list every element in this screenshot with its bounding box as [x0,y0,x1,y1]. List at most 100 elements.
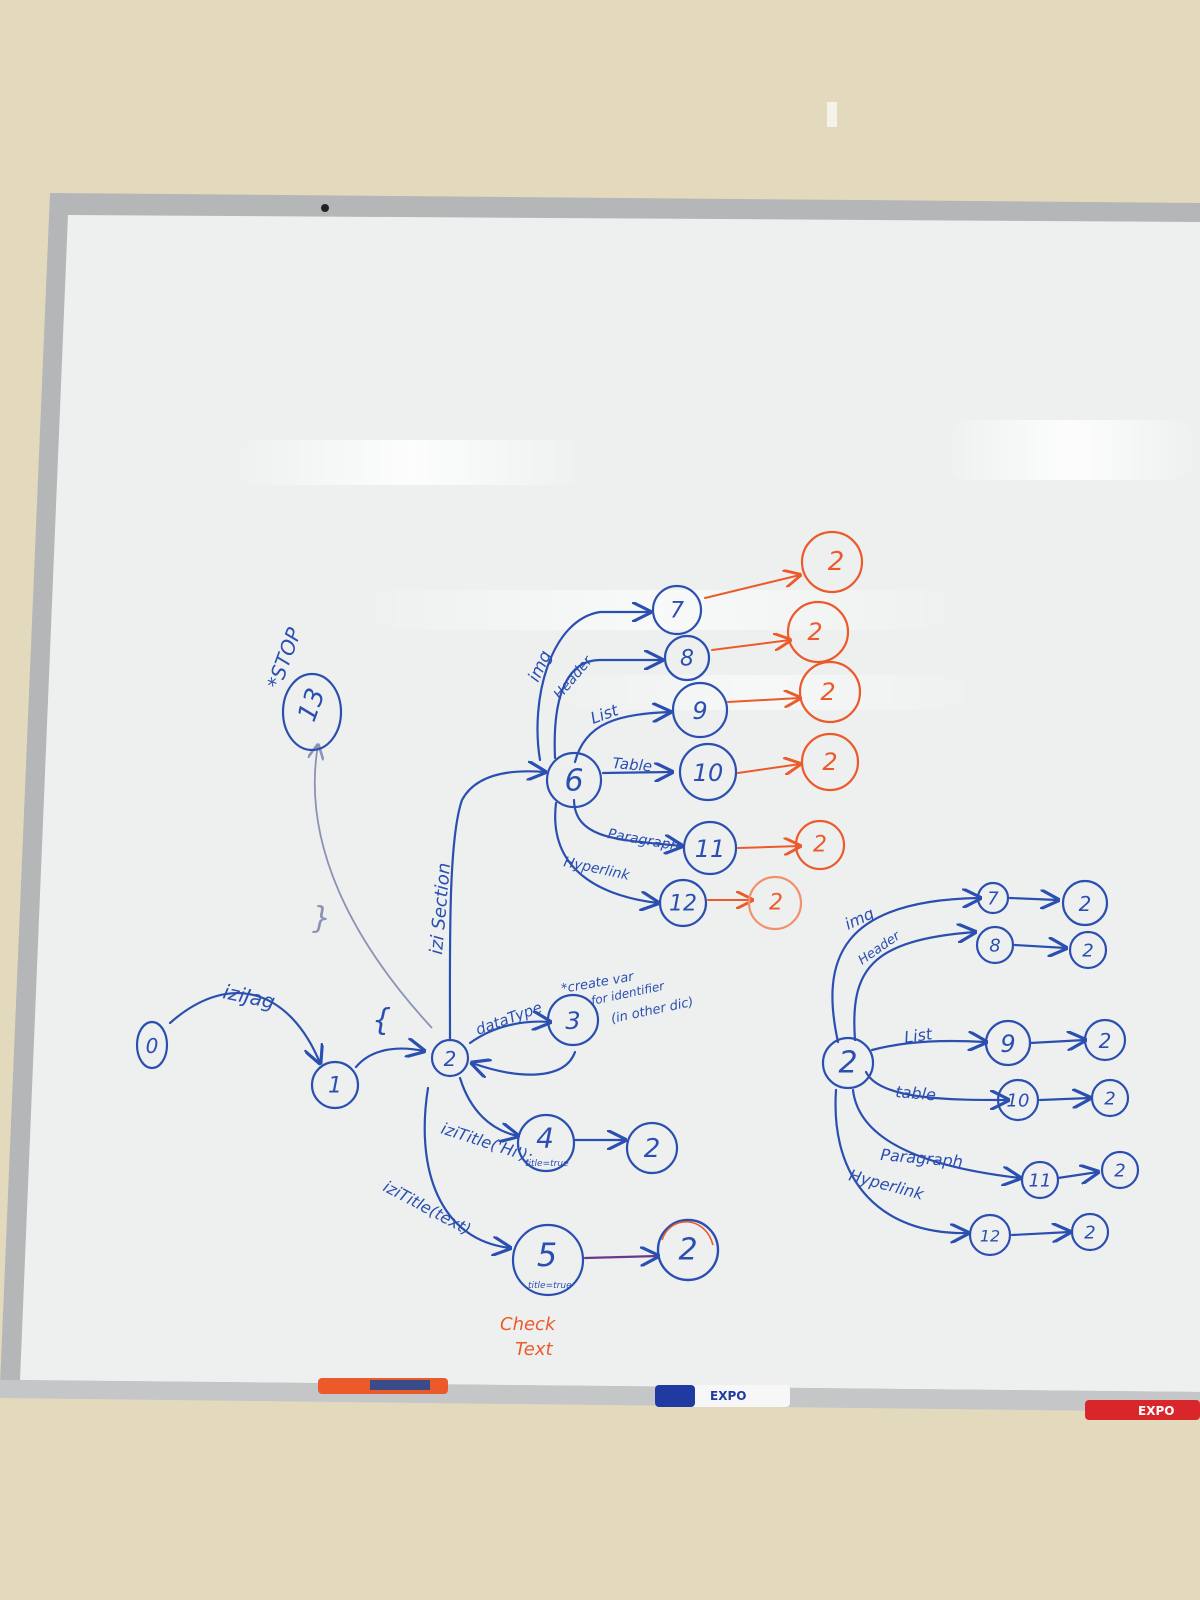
edge-0-1 [168,992,320,1063]
node-r10-circle [996,1078,1040,1122]
label-r-table: table [895,1082,937,1104]
label-open-brace: { [372,1003,391,1038]
node-4b-label: 2 [644,1134,661,1164]
glare-1 [230,440,590,485]
node-10-label: 10 [693,759,724,787]
edge-6-9 [573,712,670,764]
node-r12b-circle [1070,1212,1110,1252]
node-7-label: 7 [670,599,684,624]
node-r11b-circle [1100,1150,1140,1190]
edge-r8-r8b [1013,945,1066,948]
node-o11-circle [794,819,846,871]
edge-11-o [737,846,800,848]
label-close-brace: } [312,901,331,936]
node-5b-circle [656,1218,720,1282]
edge-r2-r7 [831,898,980,1044]
node-r10b-circle [1090,1078,1130,1118]
node-r10b-label: 2 [1104,1089,1115,1110]
node-r7b-circle [1061,879,1109,927]
edge-r9-r9b [1028,1040,1085,1043]
node-8-circle [663,634,711,682]
blue-expo-marker: EXPO [655,1385,790,1407]
node-r9b-label: 2 [1099,1029,1112,1053]
edge-2-3 [468,1022,550,1045]
node-o9-label: 2 [820,678,835,706]
node-r11-label: 11 [1029,1171,1052,1192]
blue-marker-label: EXPO [710,1389,746,1403]
orange-marker [318,1378,448,1394]
node-5b-label: 2 [678,1233,697,1268]
node-12-circle [658,878,708,928]
node-3-label: 3 [565,1007,580,1035]
node-o7-circle [800,530,864,594]
note-check-1: Check [500,1314,557,1335]
node-o10-circle [800,732,860,792]
edge-6-10 [601,772,672,773]
node-3-circle [546,993,600,1047]
edge-8-o [711,640,790,651]
node-2-label: 2 [444,1047,457,1071]
node-o8-circle [786,600,850,664]
wall-hook [827,102,837,127]
note-check-2: Text [515,1339,553,1360]
edge-6-11 [572,798,682,846]
node-r9b-circle [1083,1018,1127,1062]
node-r8-circle [975,925,1015,965]
edge-5-2b [583,1256,658,1258]
node-5-circle [511,1223,585,1297]
node-r8b-label: 2 [1082,941,1093,962]
edge-2-6 [448,771,545,1042]
note-title-true-5: title=true [528,1281,572,1291]
glare-4 [540,675,980,710]
node-o9-circle [798,660,862,724]
node-r9-circle [984,1019,1032,1067]
edge-6-12 [554,801,658,903]
edge-2-4 [458,1076,518,1136]
node-7-circle [651,584,703,636]
node-6-label: 6 [564,764,583,799]
node-r7-circle [976,881,1010,915]
label-table: Table [612,754,653,775]
node-r2-label: 2 [838,1046,857,1081]
node-r8b-circle [1068,930,1108,970]
edge-r11-r11b [1056,1172,1098,1178]
edge-2-5 [423,1086,510,1248]
edge-10-o [737,764,800,773]
node-2-circle [430,1038,470,1078]
node-1-label: 1 [328,1074,342,1099]
node-0-circle [135,1020,169,1070]
node-5-label: 5 [537,1236,557,1274]
node-12-label: 12 [669,892,697,917]
node-o10-label: 2 [822,748,837,776]
edge-r2-r11 [851,1088,1020,1178]
board-pin [321,204,329,212]
node-r10-label: 10 [1007,1091,1030,1112]
red-marker-label: EXPO [1138,1404,1174,1418]
node-o7-label: 2 [828,547,845,577]
node-r9-label: 9 [1000,1030,1015,1058]
node-8-label: 8 [680,647,694,672]
red-expo-marker: EXPO [1085,1400,1200,1420]
note-title-true-4: title=true [525,1159,569,1169]
edge-r2-r9 [870,1041,986,1050]
node-r7b-label: 2 [1079,892,1092,916]
node-0-label: 0 [146,1034,159,1058]
edge-6-8 [553,660,662,760]
board-surface [20,215,1200,1392]
node-o8-label: 2 [807,618,822,646]
node-4-circle [516,1113,576,1173]
node-r12-circle [968,1213,1012,1257]
edge-r2-r12 [834,1088,968,1233]
edge-2-13 [315,745,433,1029]
edge-9-o [727,698,800,702]
edge-1-2 [354,1049,424,1069]
glare-3 [350,590,970,630]
node-r12b-label: 2 [1084,1223,1095,1244]
node-r11-circle [1020,1160,1060,1200]
node-5b-orange-overlay [661,1221,714,1246]
node-11-label: 11 [695,835,726,863]
node-10-circle [678,742,738,802]
node-9-label: 9 [692,697,707,725]
node-4-label: 4 [536,1122,554,1155]
